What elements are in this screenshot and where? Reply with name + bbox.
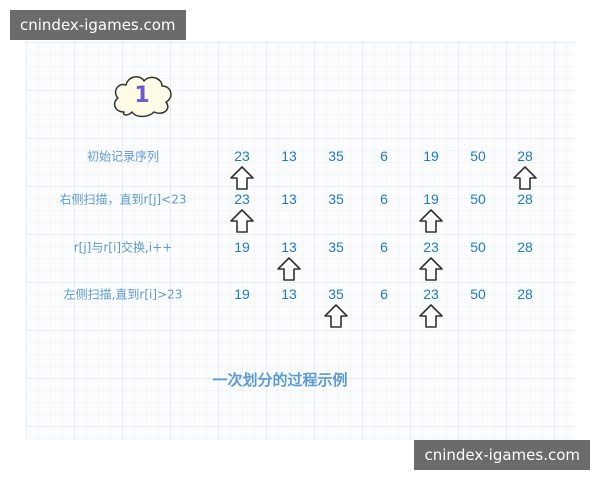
array-value: 35 <box>328 148 344 164</box>
watermark-bottom: cnindex-igames.com <box>414 440 590 470</box>
array-value: 13 <box>281 286 297 302</box>
array-value: 23 <box>234 191 250 207</box>
step-number: 1 <box>134 82 150 108</box>
array-value: 6 <box>380 191 388 207</box>
array-value: 28 <box>517 239 533 255</box>
array-value: 19 <box>234 286 250 302</box>
array-value: 28 <box>517 286 533 302</box>
array-value: 28 <box>517 191 533 207</box>
step-label: r[j]与r[i]交换,i++ <box>73 240 173 255</box>
diagram-caption: 一次划分的过程示例 <box>212 371 348 389</box>
array-value: 35 <box>328 239 344 255</box>
array-value: 50 <box>470 148 486 164</box>
array-value: 13 <box>281 148 297 164</box>
step-label: 右侧扫描，直到r[j]<23 <box>59 192 187 207</box>
array-value: 19 <box>234 239 250 255</box>
watermark-top: cnindex-igames.com <box>10 10 186 40</box>
array-value: 23 <box>423 239 439 255</box>
up-arrow-icon <box>277 257 301 281</box>
array-value: 13 <box>281 191 297 207</box>
array-value: 19 <box>423 148 439 164</box>
array-value: 50 <box>470 286 486 302</box>
step-label: 左侧扫描,直到r[i]>23 <box>63 287 183 302</box>
up-arrow-icon <box>324 304 348 328</box>
array-value: 50 <box>470 191 486 207</box>
up-arrow-icon <box>419 209 443 233</box>
up-arrow-icon <box>230 166 254 190</box>
array-value: 23 <box>234 148 250 164</box>
up-arrow-icon <box>513 166 537 190</box>
array-value: 6 <box>380 239 388 255</box>
array-value: 35 <box>328 191 344 207</box>
array-value: 6 <box>380 286 388 302</box>
step-label: 初始记录序列 <box>86 149 159 164</box>
cloud-icon <box>113 76 172 118</box>
array-value: 19 <box>423 191 439 207</box>
up-arrow-icon <box>419 257 443 281</box>
array-value: 35 <box>328 286 344 302</box>
array-value: 28 <box>517 148 533 164</box>
array-value: 13 <box>281 239 297 255</box>
up-arrow-icon <box>419 304 443 328</box>
up-arrow-icon <box>230 209 254 233</box>
array-value: 50 <box>470 239 486 255</box>
array-value: 23 <box>423 286 439 302</box>
array-value: 6 <box>380 148 388 164</box>
